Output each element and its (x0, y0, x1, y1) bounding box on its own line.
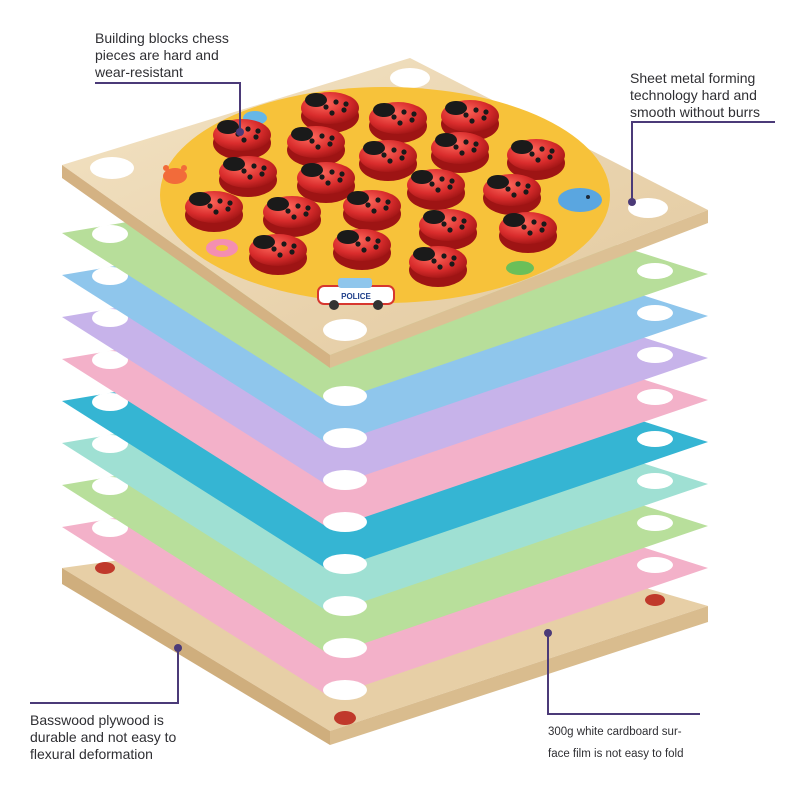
ladybug-piece (287, 126, 345, 167)
top-game-board: POLICE (62, 58, 708, 368)
callout-cardboard: 300g white cardboard sur- face film is n… (548, 721, 684, 765)
callout-line-text: Building blocks chess (95, 30, 229, 46)
base-peg (95, 562, 115, 574)
callout-line-text: pieces are hard and (95, 47, 219, 63)
callout-line-text: smooth without burrs (630, 104, 760, 120)
ladybug-pieces (185, 92, 565, 287)
ladybug-piece (507, 139, 565, 180)
callout-dot-top-right (628, 198, 636, 206)
callout-lines (30, 82, 775, 715)
ladybug-piece (249, 234, 307, 275)
donut-icon (206, 239, 238, 257)
callout-sheet-metal: Sheet metal forming technology hard and … (630, 70, 760, 121)
base-peg (645, 594, 665, 606)
callout-line-top-left (95, 82, 241, 130)
callout-line-bottom-right (547, 635, 700, 715)
ladybug-piece (263, 196, 321, 237)
ladybug-piece (333, 229, 391, 270)
callout-line-text: Basswood plywood is (30, 712, 164, 728)
ladybug-piece (409, 246, 467, 287)
board-hole (390, 68, 430, 88)
callout-chess-pieces: Building blocks chess pieces are hard an… (95, 30, 229, 81)
board-hole (628, 198, 668, 218)
callout-line-text: technology hard and (630, 87, 757, 103)
board-hole (90, 157, 134, 179)
turtle-icon (506, 261, 534, 275)
ladybug-piece (219, 156, 277, 197)
callout-line-text: 300g white cardboard sur- (548, 726, 682, 738)
ladybug-piece (297, 162, 355, 203)
callout-line-top-right (631, 121, 775, 200)
callout-line-text: wear-resistant (95, 64, 183, 80)
ladybug-piece (213, 119, 271, 160)
ladybug-piece (185, 191, 243, 232)
ladybug-piece (407, 169, 465, 210)
ladybug-piece (419, 209, 477, 250)
ladybug-piece (369, 102, 427, 143)
callout-line-bottom-left (30, 650, 179, 704)
callout-line-text: durable and not easy to (30, 729, 177, 745)
ladybug-piece (301, 92, 359, 133)
callout-dot-bottom-left (174, 644, 182, 652)
whale-icon (558, 188, 602, 212)
callout-basswood: Basswood plywood is durable and not easy… (30, 712, 176, 763)
board-hole (323, 319, 367, 341)
ladybug-piece (359, 140, 417, 181)
callout-line-text: Sheet metal forming (630, 70, 756, 86)
callout-dot-bottom-right (544, 629, 552, 637)
ladybug-piece (343, 190, 401, 231)
callout-dot-top-left (236, 128, 244, 136)
ladybug-piece (431, 132, 489, 173)
crab-icon (163, 165, 187, 184)
ladybug-piece (483, 174, 541, 215)
callout-line-text: flexural deformation (30, 746, 153, 762)
callout-line-text: face film is not easy to fold (548, 748, 684, 760)
base-peg (334, 711, 356, 725)
police-car-label: POLICE (341, 292, 371, 301)
ladybug-piece (499, 212, 557, 253)
police-car-icon: POLICE (317, 278, 395, 310)
